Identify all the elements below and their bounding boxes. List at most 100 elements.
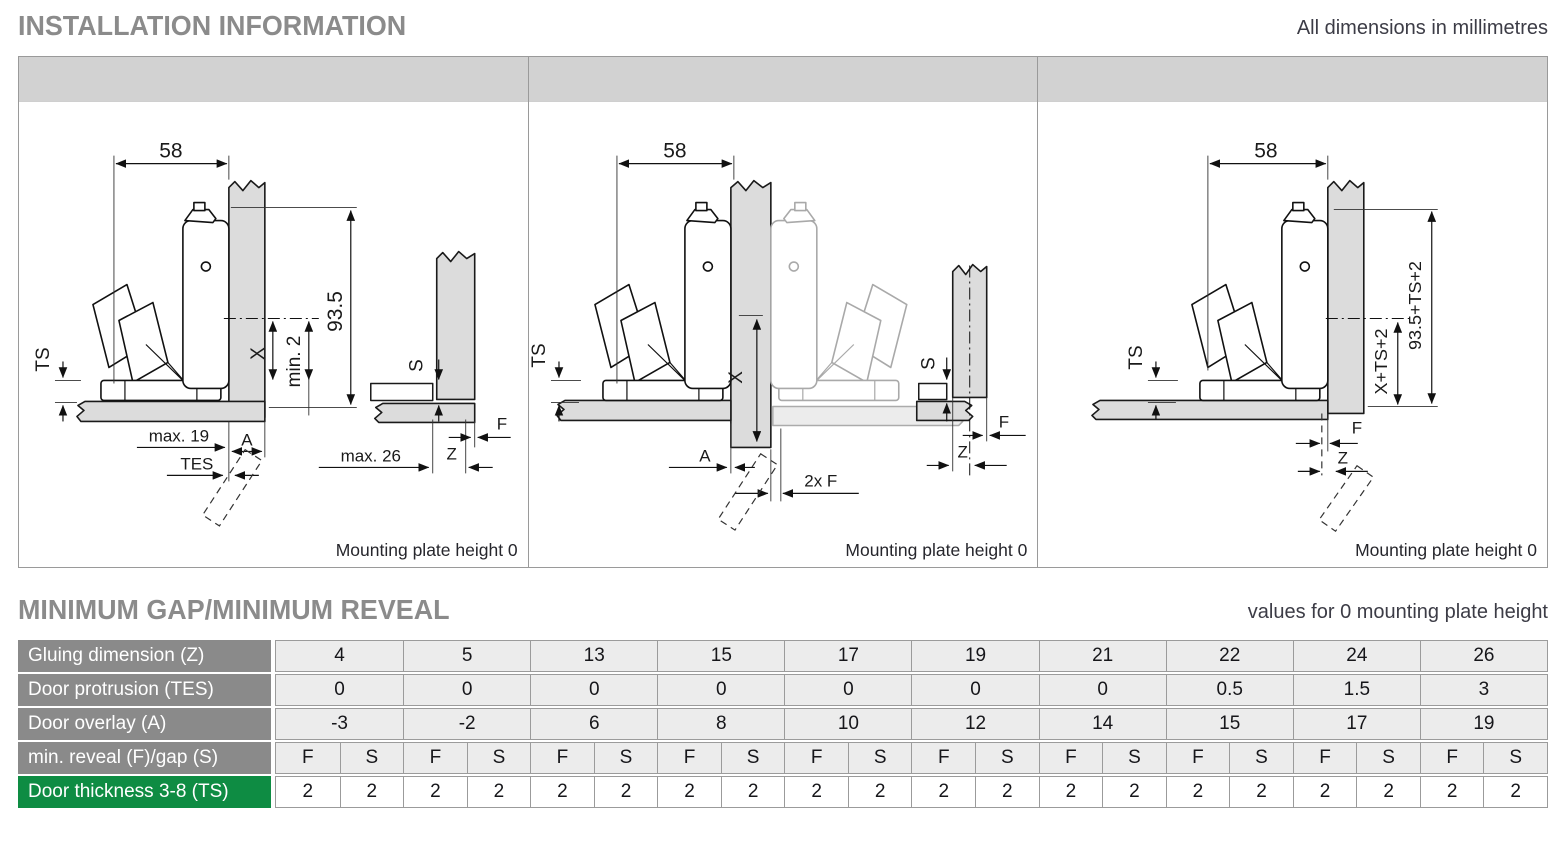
dim-label: A: [699, 446, 711, 465]
table-cell: 19: [1419, 709, 1547, 739]
diagram-panel-inset: 58 X+TS+2 93.5+TS+2 TS F: [1038, 57, 1548, 567]
catalog-page: INSTALLATION INFORMATION All dimensions …: [18, 10, 1548, 808]
table-cell: 0: [911, 675, 1038, 705]
hinge-cross-section: [593, 201, 732, 402]
table-cell: F: [403, 743, 467, 773]
dim-label: 58: [663, 140, 686, 163]
mounting-plate-caption: Mounting plate height 0: [1355, 540, 1538, 560]
table-cell: 2: [1292, 777, 1357, 807]
table-cell: 0: [530, 675, 657, 705]
table-cell: 21: [1038, 641, 1166, 671]
table-cell: S: [975, 743, 1039, 773]
table-cell: 4: [334, 645, 345, 666]
dim-label: TS: [529, 343, 550, 367]
dim-label: 93.5+TS+2: [1405, 261, 1425, 350]
dim-label: X: [726, 371, 747, 384]
hinge-cross-section-mirrored: [769, 201, 908, 402]
table-cell: 2: [784, 777, 848, 807]
table-cell: 2: [1038, 777, 1103, 807]
table-cell: S: [466, 743, 531, 773]
dim-label: F: [497, 414, 507, 433]
dim-label: TS: [1126, 345, 1147, 369]
table-cell: 3: [1419, 675, 1547, 705]
table-cell: 2: [403, 777, 467, 807]
table-cell: 2: [1102, 777, 1166, 807]
table-cell: 2: [975, 777, 1039, 807]
dim-label: X+TS+2: [1371, 329, 1391, 395]
mounting-plate-caption: Mounting plate height 0: [845, 540, 1028, 560]
diagram-panel-twin: 58 X TS 2x F A: [528, 57, 1039, 567]
page-title: INSTALLATION INFORMATION: [18, 10, 407, 41]
dim-label: F: [1352, 418, 1362, 437]
table-cell: 2: [530, 777, 594, 807]
panel-header-band: [19, 57, 528, 102]
table-cell: S: [1356, 743, 1420, 773]
diagram-panel-overlay: 58 X min. 2 93.5 TS max.: [19, 57, 529, 567]
table-cell: 2: [1483, 777, 1547, 807]
table-cell: 0: [334, 679, 345, 700]
table-cell: 2: [466, 777, 531, 807]
table-cell: 2: [847, 777, 912, 807]
table-cell: S: [1483, 743, 1547, 773]
table-cell: 2: [593, 777, 658, 807]
table-cell: 2: [911, 777, 975, 807]
open-door-outline: [1318, 464, 1375, 533]
table-cell: 0: [403, 675, 530, 705]
table-cell: 19: [911, 641, 1038, 671]
table-cell: -3: [331, 713, 348, 734]
panel-header-band: [1038, 57, 1548, 102]
dim-label: Z: [957, 442, 967, 461]
table-cell: 2: [1419, 777, 1484, 807]
table-cell: 24: [1292, 641, 1420, 671]
row-label: Door overlay (A): [18, 708, 271, 740]
section2-title: MINIMUM GAP/MINIMUM REVEAL: [18, 594, 450, 625]
dim-label: S: [407, 359, 428, 372]
dim-label: 93.5: [324, 291, 347, 332]
hinge-cross-section: [92, 201, 230, 402]
table-cell: F: [1419, 743, 1484, 773]
dim-label: 58: [159, 140, 182, 163]
table-cell: 2: [1356, 777, 1420, 807]
overlay-drawing-svg: 58 X min. 2 93.5 TS max.: [33, 140, 511, 527]
inset-drawing-svg: 58 X+TS+2 93.5+TS+2 TS F: [1091, 140, 1439, 533]
table-cell: F: [1292, 743, 1357, 773]
dim-label: 58: [1255, 140, 1278, 163]
row-label: Door protrusion (TES): [18, 674, 271, 706]
table-cell: F: [530, 743, 594, 773]
table-cell: 2: [720, 777, 785, 807]
installation-diagrams: 58 X min. 2 93.5 TS max.: [18, 56, 1548, 568]
table-cell: S: [1229, 743, 1293, 773]
table-cell: S: [339, 743, 404, 773]
table-cell: 1.5: [1292, 675, 1420, 705]
table-cell: S: [720, 743, 785, 773]
table-cell: 0: [1038, 675, 1166, 705]
table-cell: F: [301, 747, 314, 768]
dim-label: Z: [1338, 448, 1348, 467]
table-cell: 2: [302, 781, 314, 802]
table-cell: 2: [657, 777, 721, 807]
dim-label: F: [998, 412, 1008, 431]
dim-label: max. 19: [149, 426, 209, 445]
table-cell: 22: [1165, 641, 1293, 671]
row-label: Door thickness 3-8 (TS): [18, 776, 271, 808]
open-door-outline: [717, 452, 778, 531]
table-cell: F: [911, 743, 975, 773]
table-cell: 26: [1419, 641, 1547, 671]
hinge-cross-section: [1191, 201, 1329, 402]
table-cell: 14: [1038, 709, 1166, 739]
units-note: All dimensions in millimetres: [1296, 17, 1548, 39]
table-cell: 0: [784, 675, 911, 705]
dim-label: X: [248, 347, 269, 360]
table-cell: 8: [657, 709, 784, 739]
row-label: min. reveal (F)/gap (S): [18, 742, 271, 774]
panel-header-band: [528, 57, 1038, 102]
table-cell: F: [657, 743, 721, 773]
table-cell: -2: [403, 709, 530, 739]
